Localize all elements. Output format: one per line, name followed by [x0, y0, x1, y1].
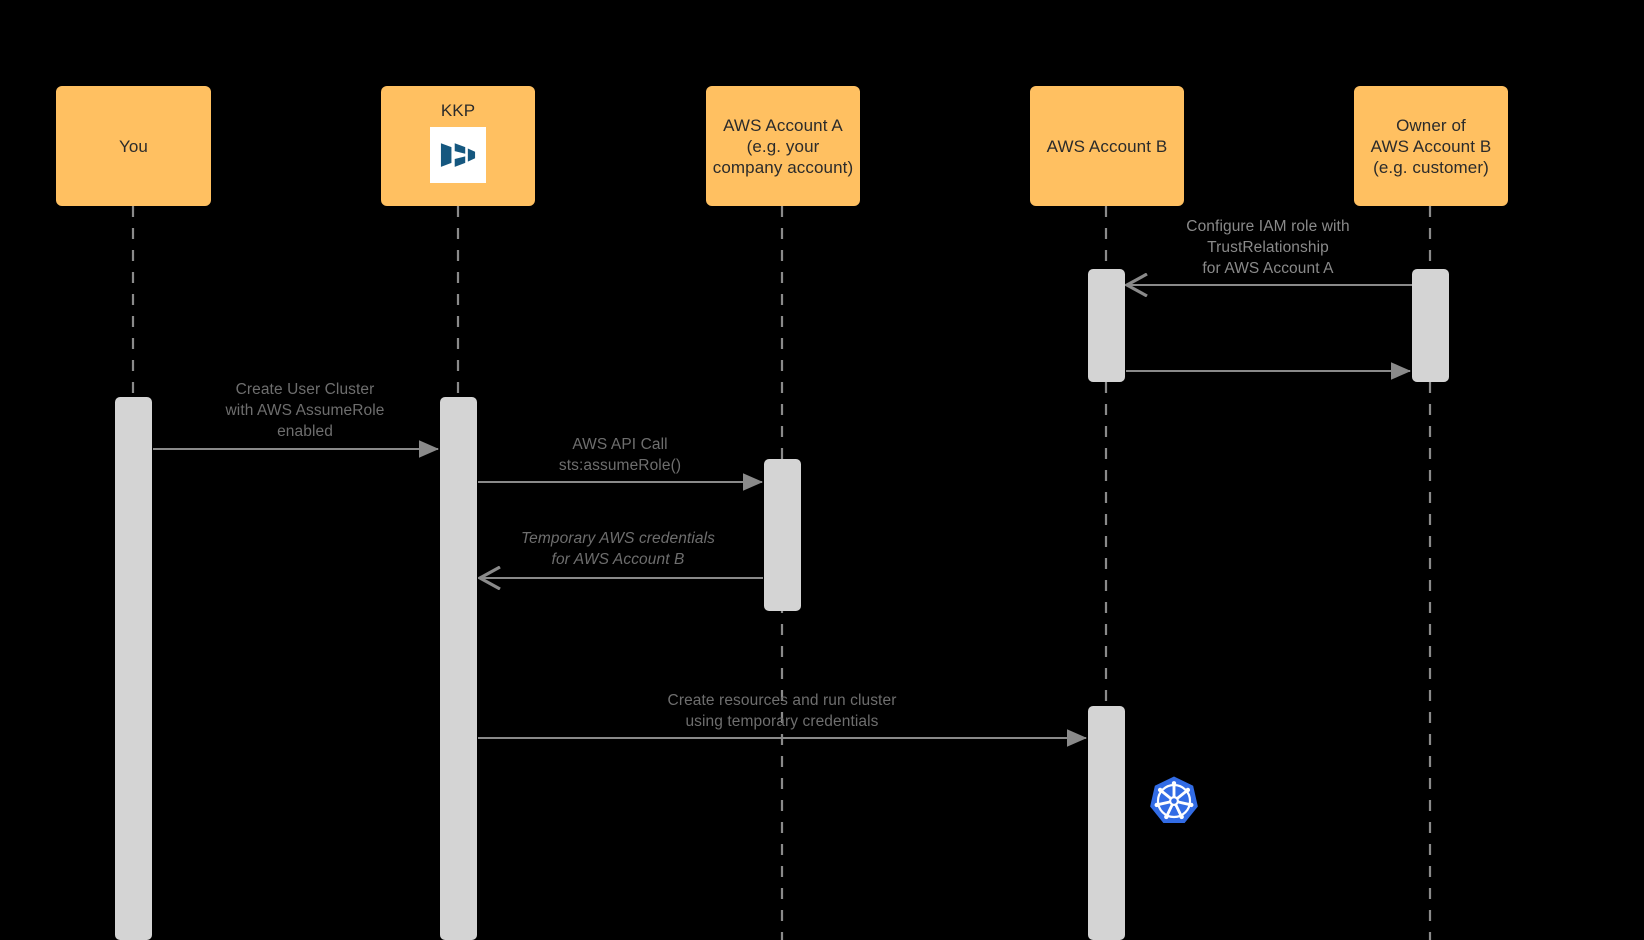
kubernetes-icon	[1150, 776, 1198, 824]
message-label-msg-configure-iam-role: Configure IAM role with TrustRelationshi…	[1186, 218, 1350, 277]
message-label-msg-aws-api-call: AWS API Call sts:assumeRole()	[558, 436, 682, 474]
message-arrows-group	[153, 285, 1412, 747]
activation-bar-kkp	[440, 397, 477, 940]
participant-label-kkp: KKP	[440, 101, 476, 120]
participant-kkp[interactable]: KKP	[381, 86, 535, 206]
kubernetes-badge	[1147, 774, 1201, 833]
message-label-msg-create-user-cluster: Create User Cluster with AWS AssumeRole …	[225, 381, 385, 440]
participant-label-you: You	[119, 136, 148, 156]
kkp-logo-icon	[440, 143, 476, 167]
participant-label-owner-aws-account-b: Owner of AWS Account B (e.g. customer)	[1370, 115, 1492, 177]
participant-aws-account-a[interactable]: AWS Account A (e.g. your company account…	[706, 86, 860, 206]
participant-owner-aws-account-b[interactable]: Owner of AWS Account B (e.g. customer)	[1354, 86, 1508, 206]
message-label-msg-create-resources: Create resources and run cluster using t…	[667, 692, 897, 730]
message-label-msg-temporary-credentials: Temporary AWS credentials for AWS Accoun…	[520, 530, 716, 568]
kkp-logo-tile	[430, 127, 486, 183]
activation-bar-aws-account-a	[764, 459, 801, 611]
participant-you[interactable]: You	[56, 86, 211, 206]
participant-label-aws-account-b: AWS Account B	[1046, 136, 1168, 156]
activation-bar-owner-aws-account-b	[1412, 269, 1449, 382]
activation-bars-group	[115, 269, 1449, 940]
participant-label-aws-account-a: AWS Account A (e.g. your company account…	[712, 115, 854, 177]
activation-bar-you	[115, 397, 152, 940]
participant-aws-account-b[interactable]: AWS Account B	[1030, 86, 1184, 206]
activation-bar-aws-account-b	[1088, 706, 1125, 940]
activation-bar-aws-account-b	[1088, 269, 1125, 382]
